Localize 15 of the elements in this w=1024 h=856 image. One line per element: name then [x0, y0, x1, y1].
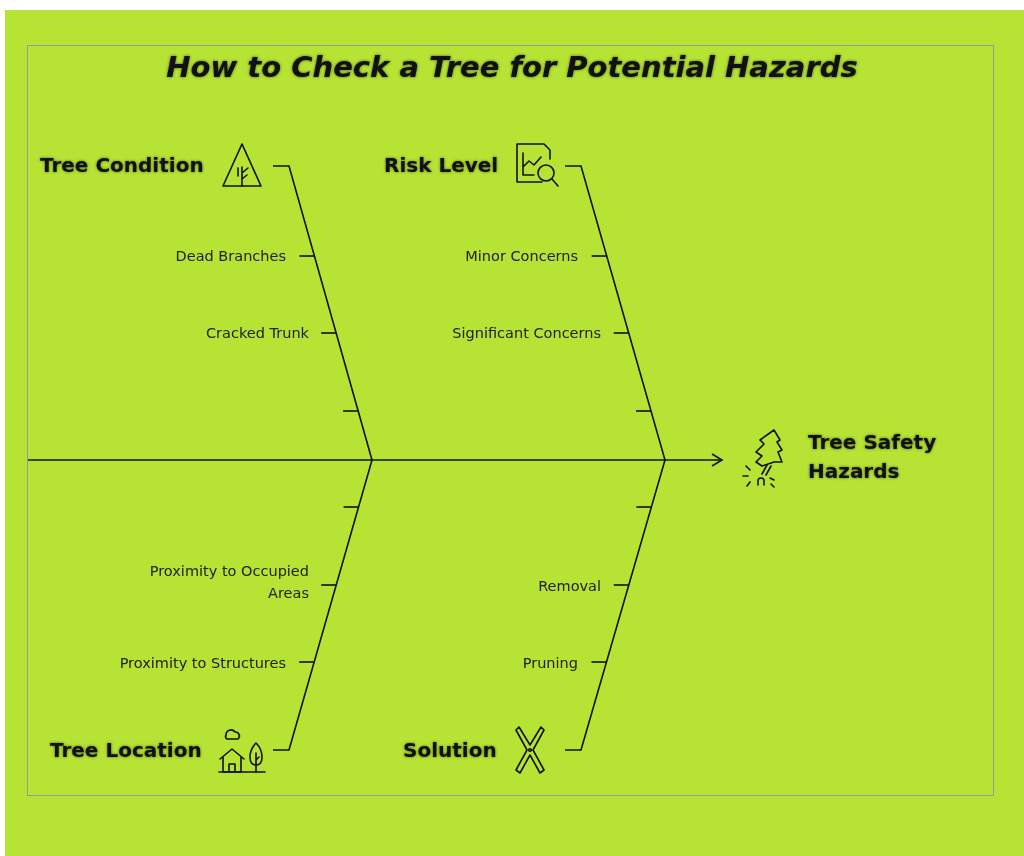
category-heading: Tree Condition	[40, 153, 204, 177]
cause-label: Minor Concerns	[464, 247, 578, 266]
cause-label: Pruning	[521, 654, 578, 673]
cause-label: Significant Concerns	[451, 324, 601, 343]
category-heading: Risk Level	[384, 153, 499, 177]
cause-label: Dead Branches	[174, 247, 286, 266]
cause-label: Proximity to Structures	[118, 654, 286, 673]
category-heading: Tree Location	[50, 738, 202, 762]
cause-label: Proximity to Occupied Areas	[148, 562, 309, 603]
category-heading: Solution	[403, 738, 497, 762]
spine-arrow	[27, 453, 723, 467]
title: How to Check a Tree for Potential Hazards	[165, 50, 859, 84]
effect-heading: Tree Safety Hazards	[808, 429, 938, 485]
cause-label: Removal	[537, 577, 601, 596]
cause-label: Cracked Trunk	[204, 324, 309, 343]
